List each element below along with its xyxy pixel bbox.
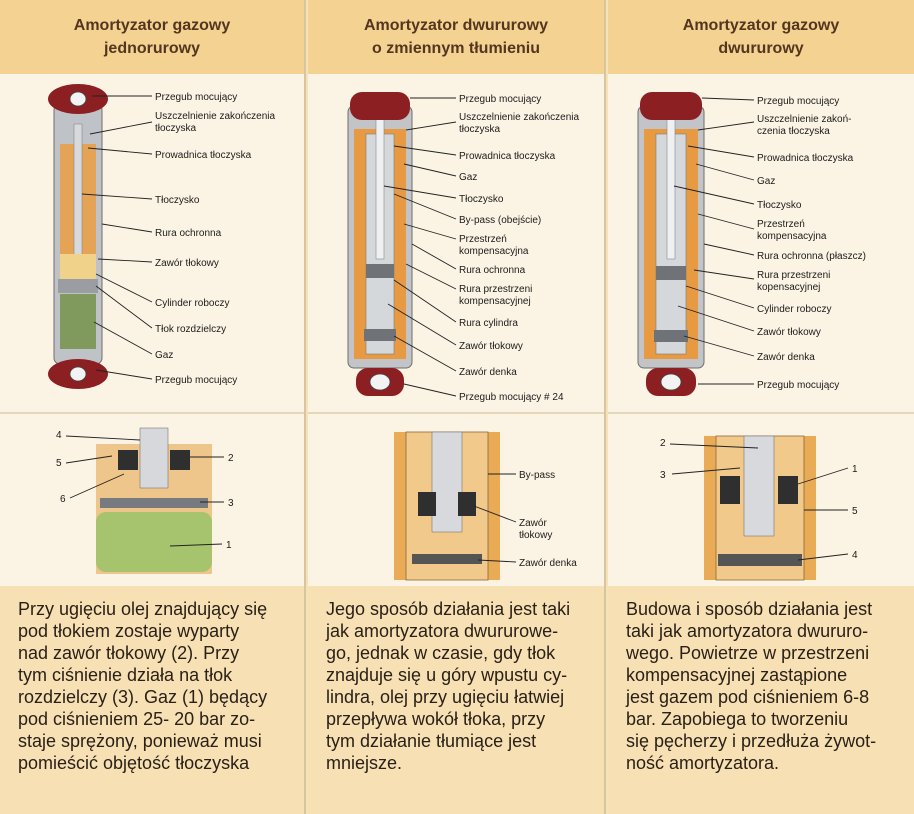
label-piston-valve: Zawór tłokowy [459,341,523,352]
detail-number-2: 2 [660,438,666,449]
detail-number-4: 4 [852,550,858,561]
twintube-variable-labels: Przegub mocujący Uszczelnienie zakończen… [459,94,580,403]
column-1-cutaway-diagram: Przegub mocujący Uszczelnienie zakończen… [0,74,304,412]
label-rod-seal-1: Uszczelnienie zakoń- [757,114,852,125]
label-rod-seal-2: tłoczyska [155,123,197,134]
label-base-valve: Zawór denka [459,367,517,378]
monotube-detail-drawing: 4 5 6 2 3 1 [0,414,306,586]
detail-number-4: 4 [56,430,62,441]
label-protective-tube: Rura ochronna [155,228,222,239]
column-2-title: Amortyzator dwururowy o zmiennym tłumien… [308,0,604,74]
label-base-valve: Zawór denka [757,352,815,363]
label-gas: Gaz [155,350,173,361]
detail-number-3: 3 [228,498,234,509]
label-working-cylinder: Cylinder roboczy [155,298,229,309]
label-rod-guide: Prowadnica tłoczyska [757,153,854,164]
twintube-gas-shock-drawing: Przegub mocujący Uszczelnienie zakoń- cz… [608,74,914,412]
column-2-title-line-2: o zmiennym tłumieniu [364,37,548,60]
label-reservoir-tube-1: Rura przestrzeni [757,270,830,281]
twintube-gas-shock-body [638,92,704,396]
label-piston-valve: Zawór tłokowy [155,258,219,269]
label-compensation-space-1: Przestrzeń [757,219,805,230]
detail-number-2: 2 [228,453,234,464]
column-1-description: Przy ugięciu olej znajdujący się pod tło… [0,586,304,814]
label-reservoir-tube-2: kopensacyjnej [757,282,820,293]
label-compensation-space-2: kompensacyjna [459,246,529,257]
label-cylinder-tube: Rura cylindra [459,318,518,329]
column-3-title-line-2: dwururowy [683,37,839,60]
twintube-variable-shock-body [348,92,412,396]
detail-number-1: 1 [852,464,858,475]
twintube-gas-detail-drawing: 2 3 1 5 4 [608,414,914,586]
label-rod-seal-2: czenia tłoczyska [757,126,830,137]
detail-label-base-valve: Zawór denka [519,558,577,569]
label-rod-guide: Prowadnica tłoczyska [459,151,556,162]
label-gas: Gaz [757,176,775,187]
column-2-title-line-1: Amortyzator dwururowy [364,14,548,37]
label-mount-top: Przegub mocujący [459,94,541,105]
label-mount-bottom: Przegub mocujący # 24 [459,392,564,403]
column-1-detail-diagram: 4 5 6 2 3 1 [0,414,304,586]
column-1-title-line-2: jednorurowy [74,37,230,60]
label-mount-top: Przegub mocujący [757,96,839,107]
label-compensation-space-1: Przestrzeń [459,234,507,245]
column-3-title-line-1: Amortyzator gazowy [683,14,839,37]
column-3-title: Amortyzator gazowy dwururowy [608,0,914,74]
column-2-description: Jego sposób działania jest taki jak amor… [308,586,604,814]
label-reservoir-tube-1: Rura przestrzeni [459,284,532,295]
detail-number-6: 6 [60,494,66,505]
detail-label-piston-valve-2: tłokowy [519,530,552,541]
twintube-gas-labels: Przegub mocujący Uszczelnienie zakoń- cz… [757,96,866,391]
label-protective-tube: Rura ochronna [459,265,526,276]
monotube-shock-body [48,84,108,389]
label-piston-rod: Tłoczysko [155,195,200,206]
monotube-shock-drawing: Przegub mocujący Uszczelnienie zakończen… [0,74,306,412]
detail-number-1: 1 [226,540,232,551]
detail-label-bypass: By-pass [519,470,555,481]
detail-label-piston-valve-1: Zawór [519,518,547,529]
column-1-title: Amortyzator gazowy jednorurowy [0,0,304,74]
twintube-variable-shock-drawing: Przegub mocujący Uszczelnienie zakończen… [308,74,606,412]
label-rod-guide: Prowadnica tłoczyska [155,150,252,161]
column-1-title-line-1: Amortyzator gazowy [74,14,230,37]
column-monotube: Amortyzator gazowy jednorurowy [0,0,306,814]
label-bypass: By-pass (obejście) [459,215,541,226]
column-3-cutaway-diagram: Przegub mocujący Uszczelnienie zakoń- cz… [608,74,914,412]
detail-number-3: 3 [660,470,666,481]
label-piston-rod: Tłoczysko [757,200,802,211]
label-rod-seal-2: tłoczyska [459,124,501,135]
label-compensation-space-2: kompensacyjna [757,231,827,242]
detail-number-5: 5 [852,506,858,517]
label-mount-top: Przegub mocujący [155,92,237,103]
label-mount-bottom: Przegub mocujący [155,375,237,386]
column-2-cutaway-diagram: Przegub mocujący Uszczelnienie zakończen… [308,74,604,412]
label-working-cylinder: Cylinder roboczy [757,304,831,315]
label-protective-tube: Rura ochronna (płaszcz) [757,251,866,262]
twintube-variable-detail-drawing: By-pass Zawór tłokowy Zawór denka [308,414,606,586]
label-piston-valve: Zawór tłokowy [757,327,821,338]
monotube-labels: Przegub mocujący Uszczelnienie zakończen… [155,92,276,386]
column-twintube-variable: Amortyzator dwururowy o zmiennym tłumien… [308,0,606,814]
column-3-description: Budowa i sposób działania jest taki jak … [608,586,914,814]
column-3-detail-diagram: 2 3 1 5 4 [608,414,914,586]
label-mount-bottom: Przegub mocujący [757,380,839,391]
column-twintube-gas: Amortyzator gazowy dwururowy [608,0,914,814]
label-rod-seal-1: Uszczelnienie zakończenia [155,111,276,122]
label-gas: Gaz [459,172,477,183]
label-reservoir-tube-2: kompensacyjnej [459,296,531,307]
label-rod-seal-1: Uszczelnienie zakończenia [459,112,580,123]
detail-number-5: 5 [56,458,62,469]
label-separator-piston: Tłok rozdzielczy [155,324,226,335]
column-2-detail-diagram: By-pass Zawór tłokowy Zawór denka [308,414,604,586]
label-piston-rod: Tłoczysko [459,194,504,205]
